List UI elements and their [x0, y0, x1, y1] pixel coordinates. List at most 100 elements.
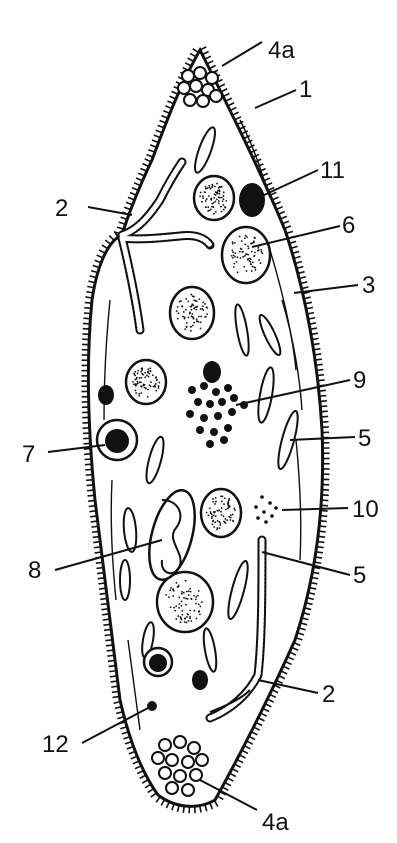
stipple-dot: [197, 595, 199, 597]
stipple-dot: [181, 593, 183, 595]
stipple-dot: [205, 186, 207, 188]
stipple-dot: [133, 383, 135, 385]
cilium: [99, 588, 106, 589]
stipple-dot: [232, 257, 234, 259]
stipple-dot: [230, 514, 232, 516]
trichocyst-ring: [166, 754, 178, 766]
trichocyst-ring: [194, 67, 206, 79]
stipple-dot: [202, 197, 204, 199]
stipple-dot: [191, 309, 193, 311]
cilium: [207, 61, 213, 64]
cilium: [200, 47, 206, 50]
stipple-dot: [186, 322, 188, 324]
cilium: [320, 521, 327, 522]
stipple-dot: [170, 606, 172, 608]
cilium: [89, 506, 96, 507]
food-vacuole: [201, 489, 241, 537]
cilium: [286, 231, 293, 233]
stipple-dot: [205, 316, 207, 318]
cilium: [319, 526, 326, 527]
cilium: [320, 401, 327, 402]
stipple-dot: [213, 526, 215, 528]
label-5-lower: 5: [353, 562, 366, 589]
stipple-dot: [185, 604, 187, 606]
stipple-dot: [234, 252, 236, 254]
cilium: [296, 638, 303, 640]
stipple-dot: [211, 206, 213, 208]
cilium: [205, 56, 211, 59]
stipple-dot: [213, 515, 215, 517]
stipple-dot: [211, 516, 213, 518]
cilium: [321, 416, 328, 417]
stipple-dot: [258, 259, 260, 261]
granule: [230, 394, 238, 402]
food-vacuole: [170, 287, 214, 339]
cilium: [183, 806, 184, 813]
stipple-dot: [212, 498, 214, 500]
stipple-dot: [232, 241, 234, 243]
stipple-dot: [239, 251, 241, 253]
stipple-dot: [175, 605, 177, 607]
stipple-dot: [220, 206, 222, 208]
stipple-dot: [196, 618, 198, 620]
trichocyst-ring: [152, 752, 164, 764]
granule: [206, 440, 214, 448]
granule: [212, 388, 220, 396]
stipple-dot: [150, 370, 152, 372]
stipple-dot: [158, 387, 160, 389]
stipple-dot: [223, 198, 225, 200]
granule: [218, 398, 226, 406]
cilium: [86, 475, 93, 476]
trichocyst-ring: [210, 90, 222, 102]
stipple-dot: [185, 309, 187, 311]
stipple-dot: [227, 504, 229, 506]
stipple-dot: [186, 591, 188, 593]
cilium: [93, 537, 100, 538]
cilium: [313, 344, 320, 345]
stipple-dot: [224, 206, 226, 208]
stipple-dot: [198, 316, 200, 318]
stipple-dot: [186, 622, 188, 624]
stipple-dot: [205, 188, 207, 190]
stipple-dot: [221, 197, 223, 199]
stipple-dot: [218, 203, 220, 205]
cilium: [104, 629, 111, 630]
stipple-dot: [137, 370, 139, 372]
cilium: [92, 531, 99, 532]
cilium: [91, 526, 98, 527]
stipple-dot: [200, 192, 202, 194]
cilium: [151, 793, 157, 797]
cilium: [315, 557, 322, 558]
granule-dot: [260, 495, 264, 499]
stipple-dot: [212, 185, 214, 187]
stipple-dot: [147, 396, 149, 398]
cilium: [105, 240, 111, 244]
stipple-dot: [210, 209, 212, 211]
stipple-dot: [176, 310, 178, 312]
cilium: [314, 354, 321, 355]
stipple-dot: [216, 510, 218, 512]
stipple-dot: [192, 316, 194, 318]
cilium: [106, 645, 113, 646]
stipple-dot: [150, 386, 152, 388]
cilium: [232, 769, 238, 772]
stipple-dot: [195, 596, 197, 598]
cilium: [223, 93, 229, 96]
cilium: [202, 52, 208, 55]
stipple-dot: [155, 383, 157, 385]
stipple-dot: [225, 200, 227, 202]
stipple-dot: [197, 321, 199, 323]
stipple-dot: [237, 271, 239, 273]
cilium: [321, 510, 328, 511]
stipple-dot: [135, 385, 137, 387]
cilium: [222, 787, 228, 790]
stipple-dot: [148, 376, 150, 378]
cilium: [140, 775, 146, 778]
stipple-dot: [218, 509, 220, 511]
stipple-dot: [215, 515, 217, 517]
stipple-dot: [254, 237, 256, 239]
cilium: [109, 671, 116, 672]
stipple-dot: [216, 198, 218, 200]
stipple-dot: [188, 594, 190, 596]
